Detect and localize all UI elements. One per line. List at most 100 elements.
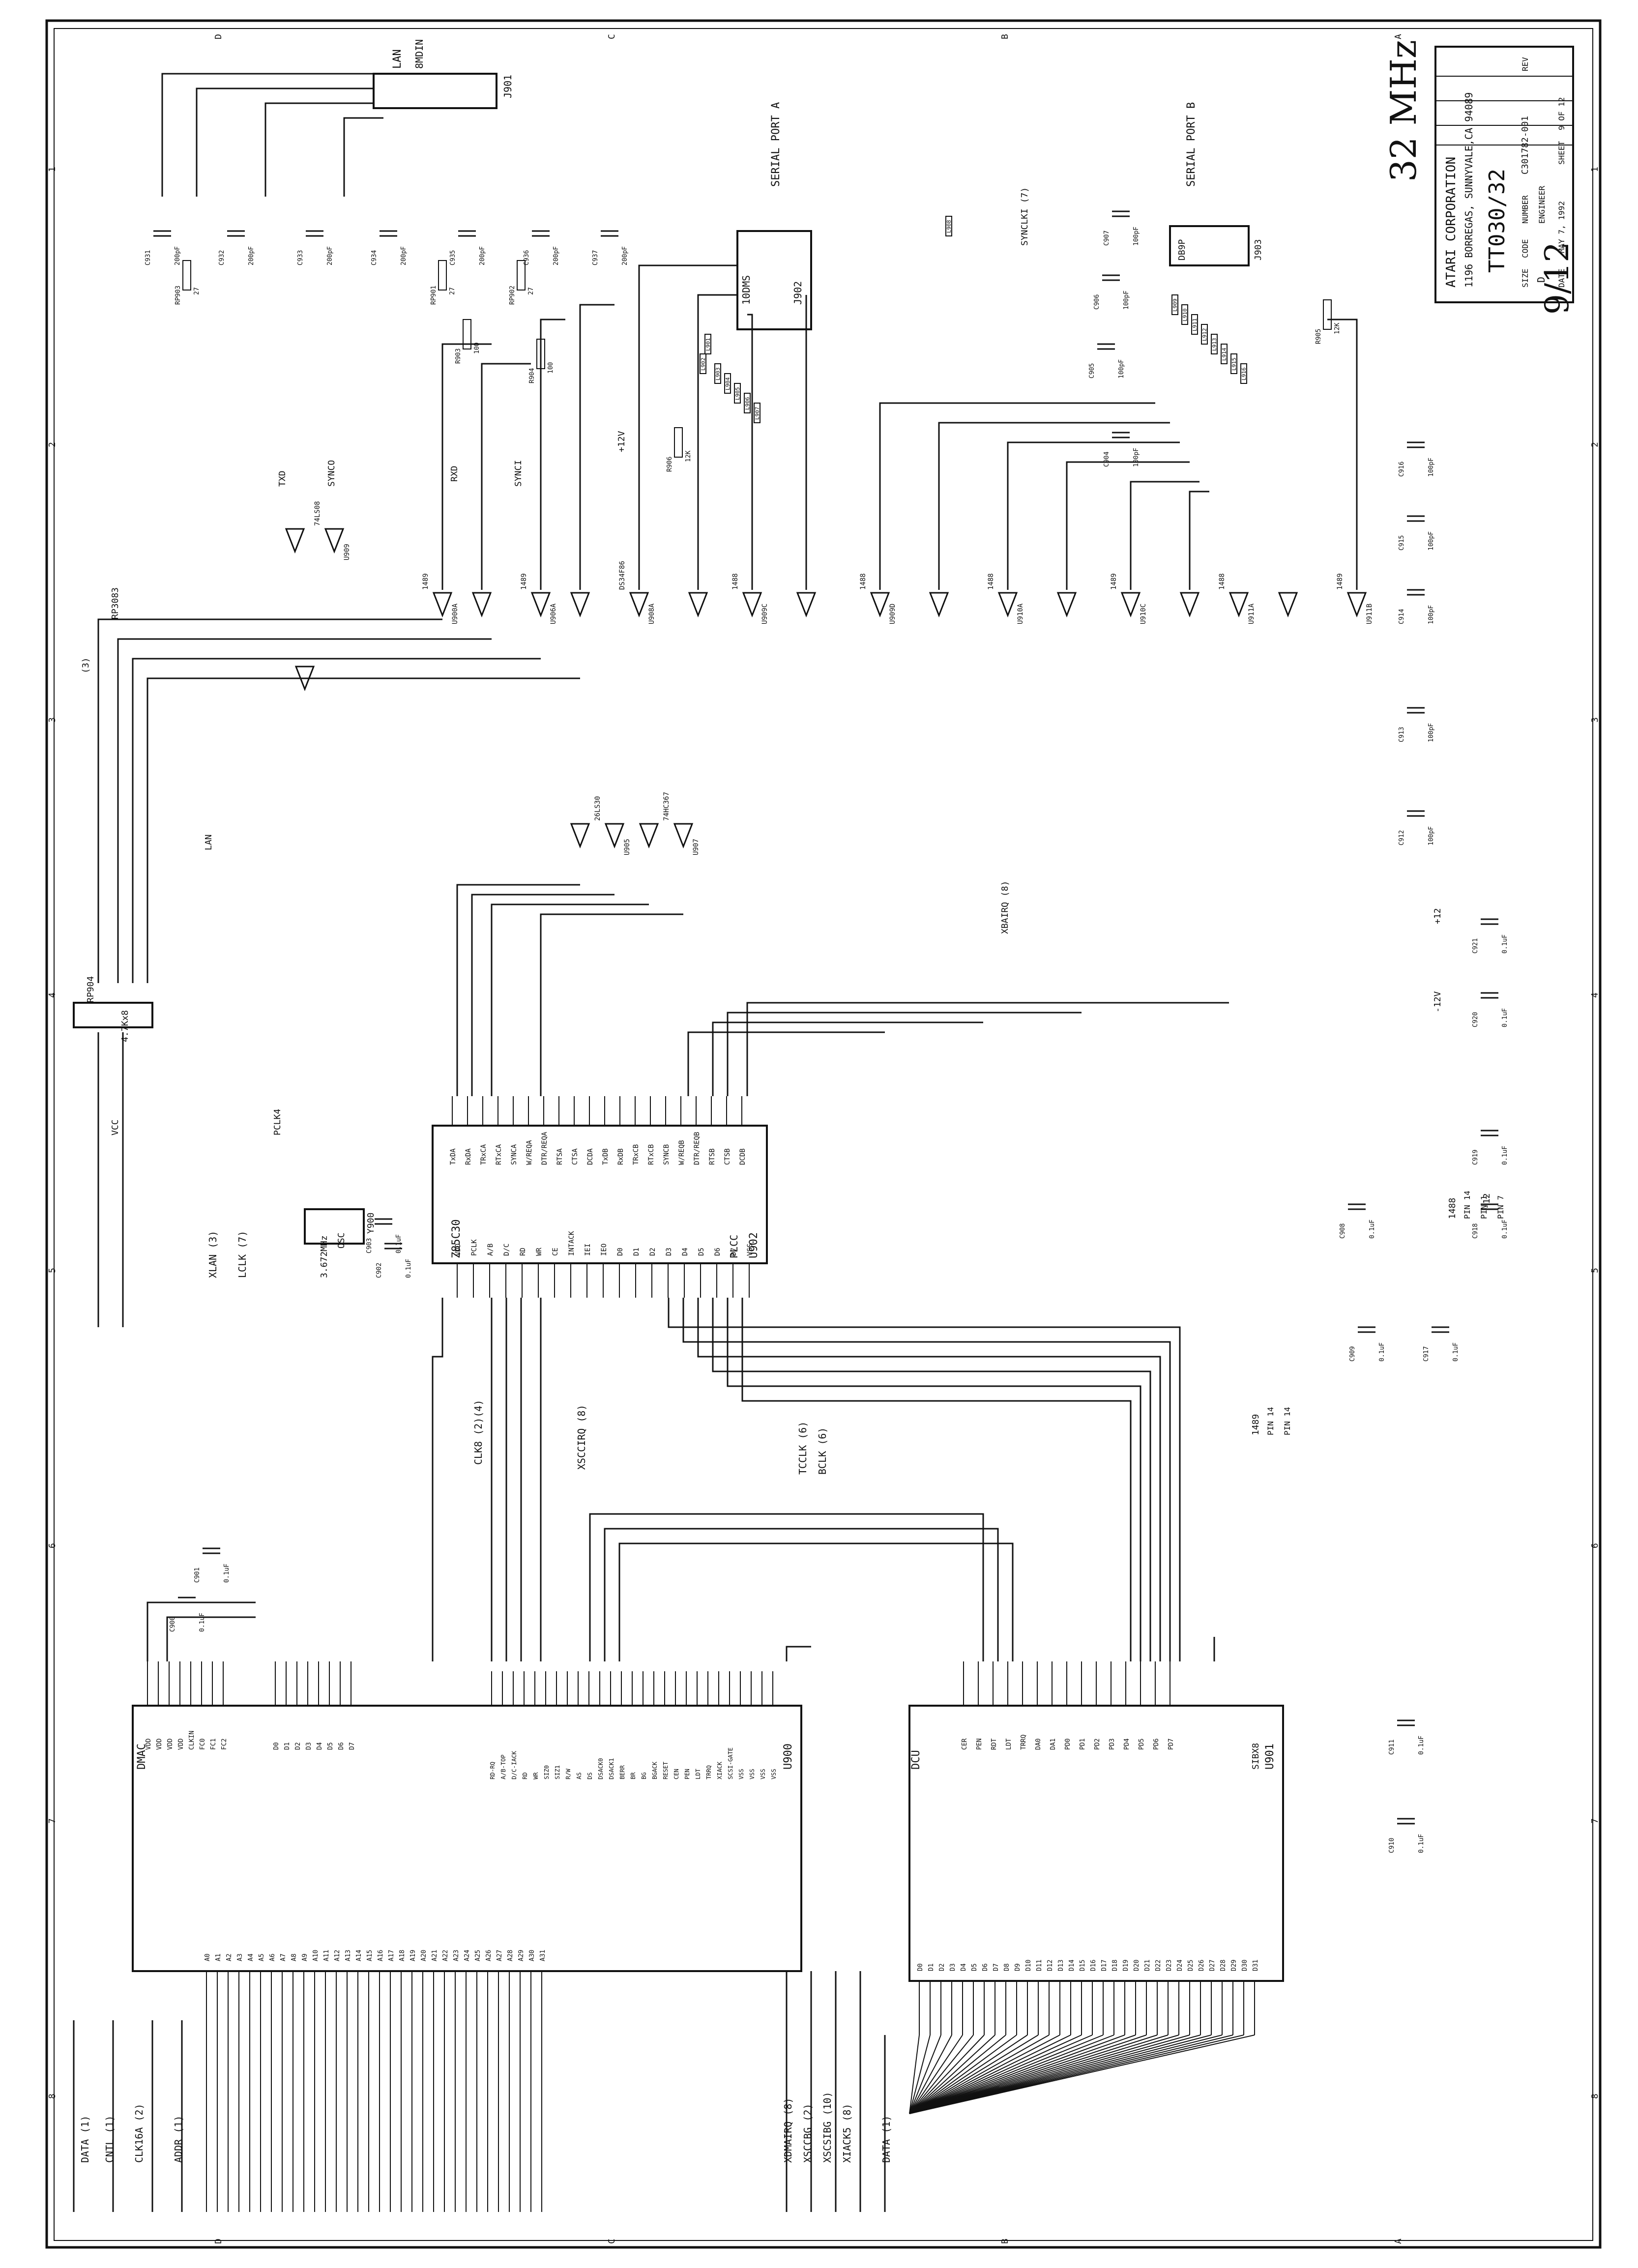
misc-label-14: 4.7Kx8 [120,1010,130,1042]
driver-gate [570,592,590,618]
size-value: D [1535,277,1547,283]
ferrite-bead [1221,344,1228,364]
driver-gate [796,592,817,618]
cap-ref-c919: C919 [1472,1150,1479,1165]
driver-part-u906a: 1489 [520,573,528,590]
cap-val-c936: 200pF [553,246,560,265]
dmac-pin-a30: A30 [528,1950,536,1961]
data-bus-wire [909,2035,1017,2114]
cap-ref-c903: C903 [366,1238,373,1253]
zone-row-B: B [1000,34,1010,39]
zone-col-7-right: 7 [1590,1818,1600,1824]
cap-ref-c921: C921 [1472,938,1479,954]
data-bus-wire [909,2035,952,2114]
cap-ref-c909: C909 [1349,1346,1356,1362]
zone-row-C-bottom: C [607,2239,617,2244]
dmac-cpin-wr: WR [532,1772,539,1779]
cap-val-c910: 0.1uF [1418,1834,1425,1853]
dcu-tpin-pd0: PD0 [1064,1739,1072,1750]
sheet-border [45,19,1602,2249]
bus-data: DATA (1) [79,2116,91,2163]
misc-label-12: LAN [204,834,214,850]
scc-pin-rxdb: RxDB [617,1148,625,1165]
dcu-pin-d2: D2 [938,1963,946,1971]
wire [540,319,565,590]
dmac-cpin-xiack: XIACK [716,1761,723,1779]
svg-text:DCU: DCU [910,1750,922,1770]
scc-pin-d/c: D/C [503,1244,511,1256]
misc-label-2: RXD [449,465,460,482]
scc-pin-ieo: IEO [600,1244,608,1256]
scc-pin-trxca: TRxCA [480,1144,488,1165]
scc-pin-d4: D4 [681,1248,689,1256]
scc-pin-rtxca: RTxCA [495,1144,503,1165]
dcu-pin-d18: D18 [1112,1960,1119,1971]
data-bus-wire [909,2035,920,2114]
scc-pin-vdd: VDD [454,1244,462,1256]
svg-text:DMAC: DMAC [136,1744,148,1770]
cap-val-c934: 200pF [400,246,408,265]
wire [1130,481,1199,590]
dcu-tpin-rdt: RDT [991,1738,998,1750]
ferrite-bead [754,403,760,423]
res-val-r906: 12K [685,450,692,462]
dmac-cpin-rd-rq: RD-RQ [489,1762,496,1779]
title-block: ATARI CORPORATION 1196 BORREGAS, SUNNYVA… [1434,46,1574,303]
driver-gate [929,592,949,618]
driver-ref-u908a: U908A [648,603,656,624]
dmac-pin-a20: A20 [420,1950,428,1961]
lan-connector: LAN 8MDIN J901 [373,39,514,109]
cap-val-c931: 200pF [174,246,181,265]
cap-ref-c935: C935 [449,250,457,265]
dmac-cpin-scsi-gate: SCSI-GATE [727,1747,734,1779]
dmac-dpin-d7: D7 [349,1742,356,1750]
dmac-pin-a6: A6 [269,1953,276,1961]
driver-part-u911a: 1488 [1218,573,1226,590]
ferrite-bead [1181,304,1188,325]
scc-pin-iei: IEI [584,1244,592,1256]
zone-col-7: 7 [47,1818,58,1824]
driver-part-u909c: 1488 [731,573,739,590]
dmac-cpin-d-c-iack: D/C-IACK [511,1750,518,1779]
cap-val-c901: 0.1uF [223,1564,231,1583]
ferrite-l910: L910 [1182,309,1188,322]
svg-text:SIBX8: SIBX8 [1251,1743,1261,1770]
signal-clk8: CLK8 (2)(4) [472,1400,484,1465]
ferrite-l916: L916 [1241,368,1247,381]
driver-ref-u909: U909 [343,544,351,560]
dmac-pin-a18: A18 [399,1950,406,1961]
data-bus-wire [909,2035,1093,2114]
dmac-pin-a31: A31 [539,1950,547,1961]
wire [786,1646,811,1661]
drawing-number: C301782-001 [1520,116,1530,174]
zone-row-D: D [213,34,224,39]
dcu-pin-d10: D10 [1025,1960,1032,1971]
scc-pin-synca: SYNCA [510,1144,518,1165]
dcu-tpin-da0: DA0 [1035,1739,1042,1750]
misc-label-16: (3) [81,657,91,673]
dmac-cpin-vss: VSS [770,1769,777,1779]
dcu-pin-d21: D21 [1144,1960,1151,1971]
dmac-cpin-siz1: SIZ1 [554,1765,561,1779]
data-bus-wire [909,2035,963,2114]
wire [540,913,683,1096]
svg-text:Z85C30: Z85C30 [450,1220,463,1258]
dmac-dpin-d2: D2 [294,1742,302,1750]
dmac-cpin-as: AS [576,1773,583,1779]
data-bus-wire [909,2035,985,2114]
dcu-pin-d25: D25 [1187,1960,1195,1971]
cap-val-c918: 0.1uF [1501,1220,1509,1239]
ferrite-bead [734,383,741,404]
data-bus-wire [909,2035,1050,2114]
cap-ref-c906: C906 [1093,294,1101,310]
scc-pin-d0: D0 [616,1248,624,1256]
scc-pin-rxda: RxDA [465,1148,472,1165]
scc-pin-ctsa: CTSA [571,1148,579,1165]
svg-text:J901: J901 [502,75,514,98]
dmac-cpin-a-b-top: A/B-TOP [500,1754,507,1779]
dmac-lpin-vdd: VDD [167,1738,174,1750]
